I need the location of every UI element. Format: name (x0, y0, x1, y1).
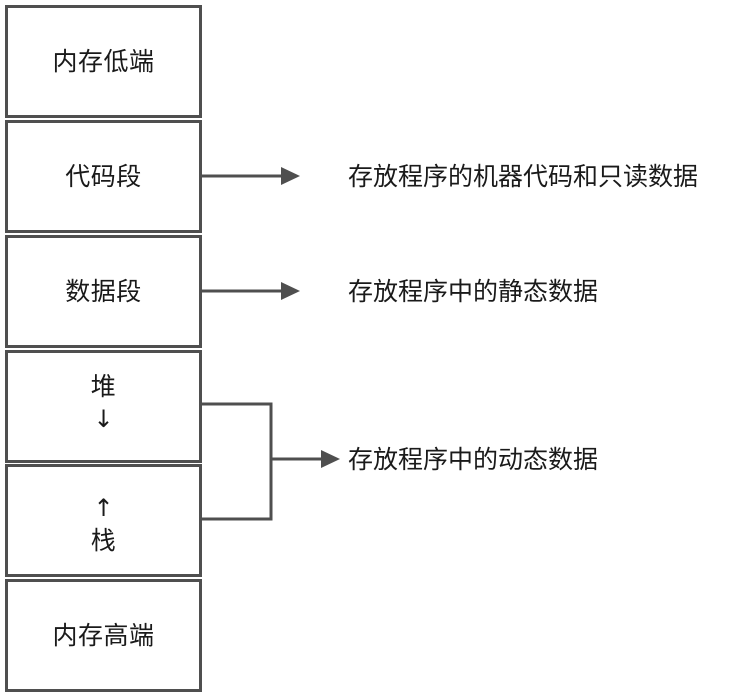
memory-low-block: 内存低端 (5, 5, 202, 118)
dynamic-arrowhead-icon (321, 450, 340, 468)
stack-growth-arrow-icon: ↑ (93, 494, 114, 522)
code-segment-label: 代码段 (65, 162, 142, 191)
heap-label: 堆 (90, 372, 117, 401)
code-segment-annotation: 存放程序的机器代码和只读数据 (348, 162, 699, 191)
stack-label: 栈 (90, 526, 117, 555)
code-segment-arrow (202, 167, 300, 185)
dynamic-data-annotation: 存放程序中的动态数据 (348, 445, 599, 474)
code-segment-block: 代码段 (5, 120, 202, 233)
stack-block: ↑ 栈 (5, 464, 202, 577)
code-arrowhead-icon (281, 167, 300, 185)
memory-high-label: 内存高端 (52, 621, 155, 650)
data-segment-block: 数据段 (5, 235, 202, 348)
heap-growth-arrow-icon: ↓ (93, 405, 114, 433)
data-segment-annotation: 存放程序中的静态数据 (348, 277, 599, 306)
memory-low-label: 内存低端 (52, 47, 155, 76)
heap-stack-bracket (202, 402, 340, 521)
data-arrowhead-icon (281, 282, 300, 300)
data-segment-arrow (202, 282, 300, 300)
data-segment-label: 数据段 (65, 277, 142, 306)
heap-block: 堆 ↓ (5, 350, 202, 463)
memory-high-block: 内存高端 (5, 579, 202, 692)
